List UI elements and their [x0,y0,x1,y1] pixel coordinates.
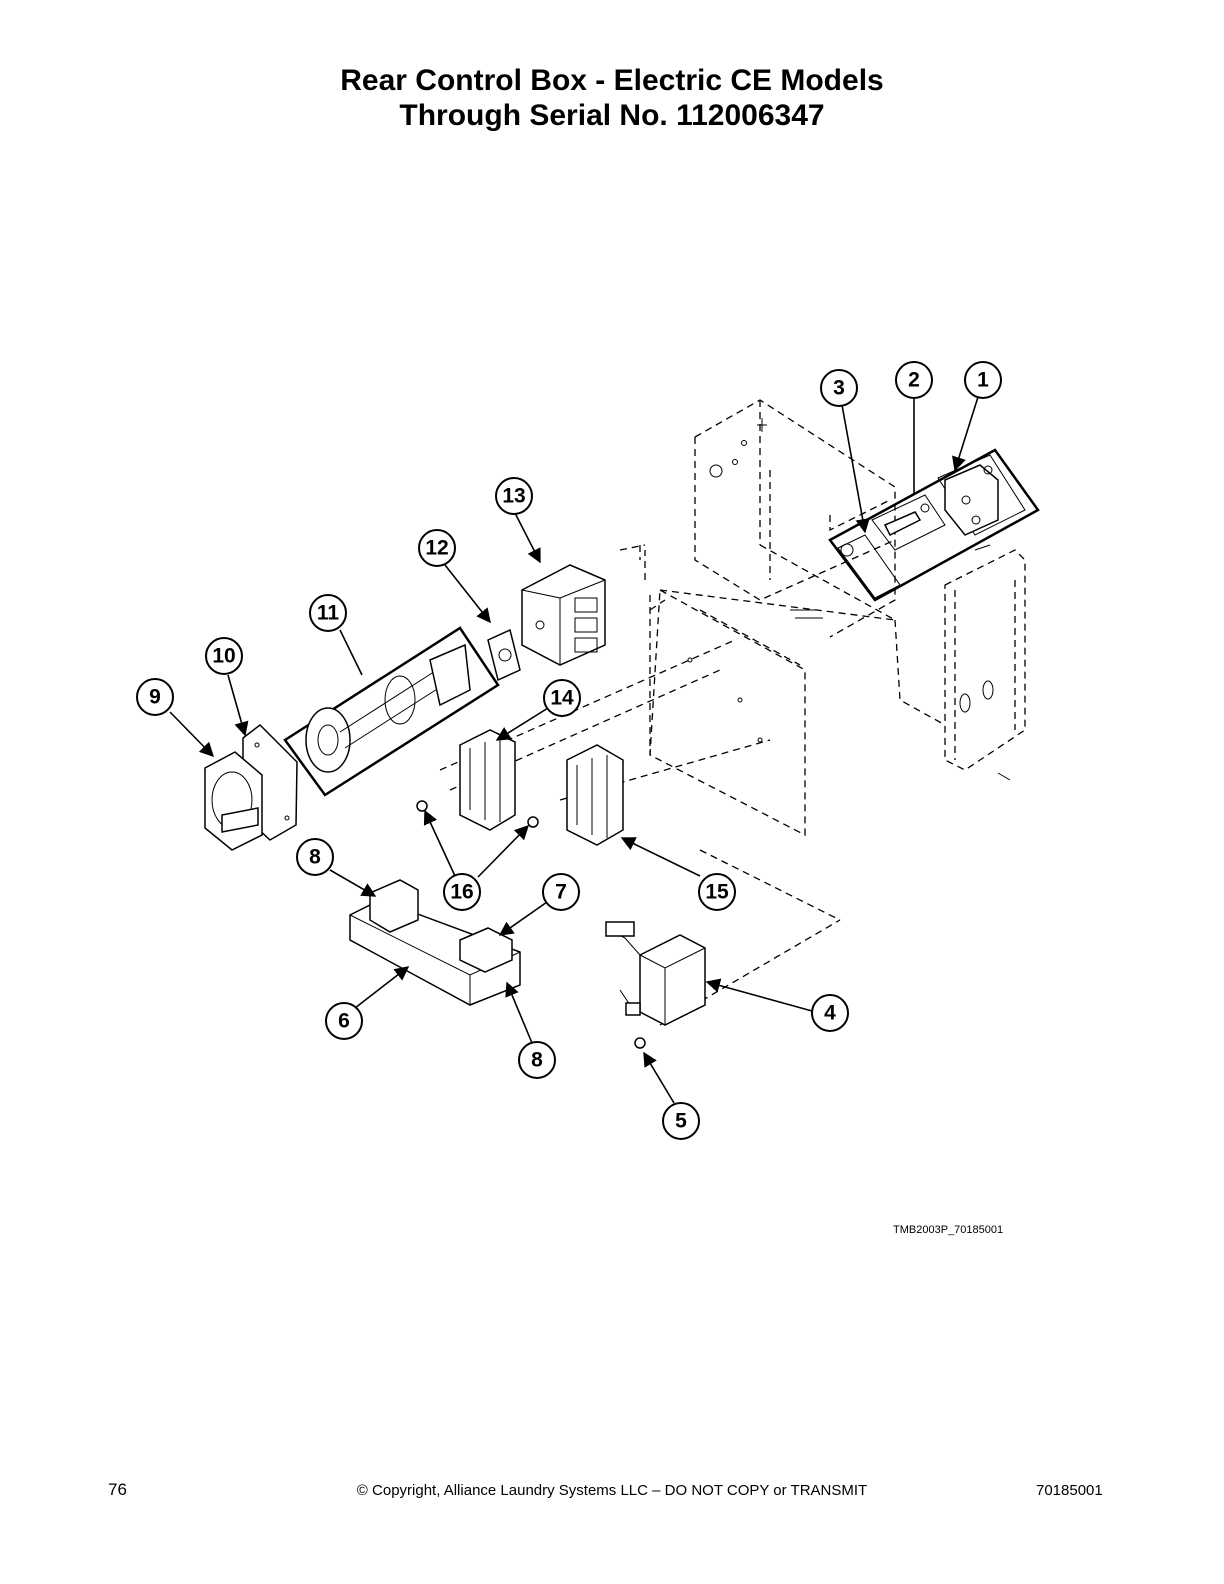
svg-text:10: 10 [212,645,235,668]
part-13-relay [521,564,606,666]
rear-mounting-panel [644,550,806,837]
control-box-housing [639,399,946,755]
part-14-contactor [459,729,516,831]
callout-11: 11 [309,594,347,632]
svg-text:11: 11 [317,602,340,625]
svg-text:1: 1 [977,369,989,392]
svg-text:3: 3 [833,377,845,400]
callout-12: 12 [418,529,456,567]
svg-text:4: 4 [824,1002,836,1025]
callout-3: 3 [820,369,858,407]
part-11-shaft-assembly [283,626,500,797]
callout-16: 16 [443,873,481,911]
page-number: 76 [108,1480,127,1499]
part-12-plate [487,628,521,682]
callout-4: 4 [811,994,849,1032]
document-number: 70185001 [1036,1482,1103,1499]
callout-9: 9 [136,678,174,716]
callout-7: 7 [542,873,580,911]
callout-15: 15 [698,873,736,911]
page-title-line-2: Through Serial No. 112006347 [399,99,825,132]
svg-text:8: 8 [309,846,321,869]
svg-text:16: 16 [450,881,473,904]
upper-right-parts-group [828,448,1040,602]
callout-2: 2 [895,361,933,399]
callout-13: 13 [495,477,533,515]
callout-14: 14 [543,679,581,717]
part-5-screw [634,1037,646,1049]
svg-text:15: 15 [705,881,729,904]
page-title-line-1: Rear Control Box - Electric CE Models [340,64,884,97]
part-16-screw-b [527,816,539,828]
svg-text:12: 12 [425,537,448,560]
svg-text:2: 2 [908,369,920,392]
callout-8-lower: 8 [518,1041,556,1079]
callout-1: 1 [964,361,1002,399]
copyright-notice: © Copyright, Alliance Laundry Systems LL… [356,1482,868,1499]
svg-text:6: 6 [338,1010,350,1033]
part-6-terminal-rail [349,879,521,1006]
svg-text:7: 7 [555,881,567,904]
side-panel-right [944,544,1026,781]
callout-10: 10 [205,637,243,675]
svg-text:9: 9 [149,686,161,709]
callout-8-upper: 8 [296,838,334,876]
callout-5: 5 [662,1102,700,1140]
part-9-handle [204,751,263,851]
figure-code: TMB2003P_70185001 [893,1224,1004,1236]
svg-text:14: 14 [550,687,574,710]
callout-6: 6 [325,1002,363,1040]
part-4-transformer [605,921,706,1026]
svg-text:13: 13 [502,485,525,508]
svg-text:8: 8 [531,1049,543,1072]
part-15-contactor [566,744,624,846]
part-16-screw-a [416,800,428,812]
svg-text:5: 5 [675,1110,687,1133]
